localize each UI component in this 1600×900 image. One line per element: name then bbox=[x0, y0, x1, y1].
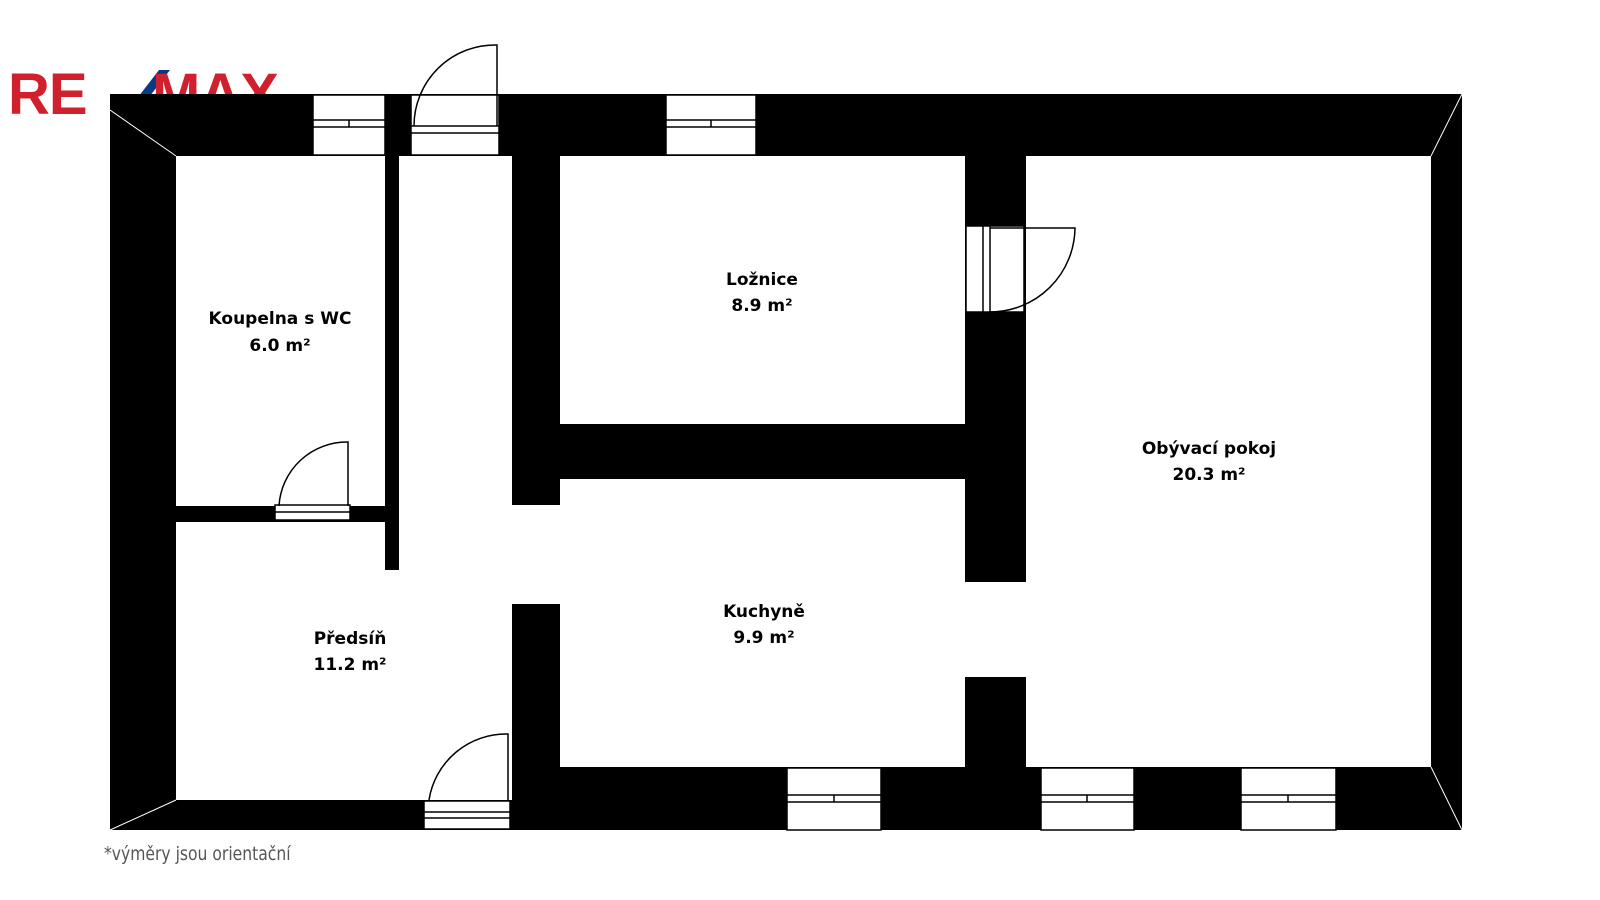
window-top-bathroom bbox=[312, 94, 386, 156]
partition-thin-vertical-top bbox=[385, 140, 399, 570]
windows bbox=[312, 94, 1337, 831]
door-bottom-hallway bbox=[423, 733, 511, 830]
floor-hallway bbox=[399, 156, 512, 506]
window-bottom-living-2 bbox=[1240, 767, 1337, 831]
window-bottom-kitchen bbox=[786, 767, 882, 831]
outer-wall-left bbox=[110, 94, 176, 830]
room-area: 6.0 m² bbox=[249, 336, 310, 356]
outer-wall-right bbox=[1431, 94, 1462, 830]
wall-bedroom-bottom bbox=[542, 424, 985, 479]
room-area: 8.9 m² bbox=[731, 296, 792, 316]
door-top-entrance bbox=[410, 44, 500, 156]
floor-opening-kitchen-living bbox=[965, 582, 1026, 677]
room-area: 11.2 m² bbox=[313, 655, 386, 675]
wall-bedroom-right bbox=[965, 150, 1026, 582]
room-name: Ložnice bbox=[726, 270, 798, 290]
floor-obyvaci bbox=[1026, 156, 1431, 767]
room-kuchyne: Kuchyně 9.9 m² bbox=[723, 602, 805, 648]
partition-bathroom-bottom-top bbox=[152, 506, 390, 522]
wall-kitchen-living bbox=[965, 677, 1026, 792]
door-bedroom-living bbox=[965, 225, 1076, 313]
footnote-measurements: *výměry jsou orientační bbox=[104, 843, 291, 865]
corner-lines bbox=[109, 93, 1463, 831]
floor-hallway-link bbox=[399, 506, 512, 522]
floor-koupelna bbox=[176, 156, 385, 506]
window-bottom-living-1 bbox=[1040, 767, 1135, 831]
room-name: Předsíň bbox=[314, 629, 387, 649]
room-name: Obývací pokoj bbox=[1142, 439, 1276, 459]
room-obyvaci: Obývací pokoj 20.3 m² bbox=[1142, 439, 1276, 485]
room-labels: Koupelna s WC 6.0 m² Ložnice 8.9 m² Obýv… bbox=[209, 270, 1277, 675]
room-area: 9.9 m² bbox=[733, 628, 794, 648]
door-bathroom bbox=[274, 441, 351, 521]
floor-kuchyne bbox=[560, 479, 965, 767]
room-predsin: Předsíň 11.2 m² bbox=[313, 629, 386, 675]
wall-bedroom-left-top bbox=[512, 140, 560, 505]
wall-hallway-kitchen bbox=[512, 604, 560, 802]
logo-text-re: RE bbox=[8, 62, 87, 127]
room-name: Kuchyně bbox=[723, 602, 805, 622]
window-top-bedroom bbox=[665, 94, 757, 156]
doors bbox=[274, 44, 1076, 830]
floor-opening-hallway-kitchen bbox=[512, 505, 560, 604]
room-koupelna: Koupelna s WC 6.0 m² bbox=[209, 309, 352, 356]
floor-loznice bbox=[560, 156, 965, 424]
floor-predsin bbox=[176, 522, 512, 800]
room-name: Koupelna s WC bbox=[209, 309, 352, 329]
room-loznice: Ložnice 8.9 m² bbox=[726, 270, 798, 316]
room-area: 20.3 m² bbox=[1172, 465, 1245, 485]
openings bbox=[176, 156, 1431, 800]
